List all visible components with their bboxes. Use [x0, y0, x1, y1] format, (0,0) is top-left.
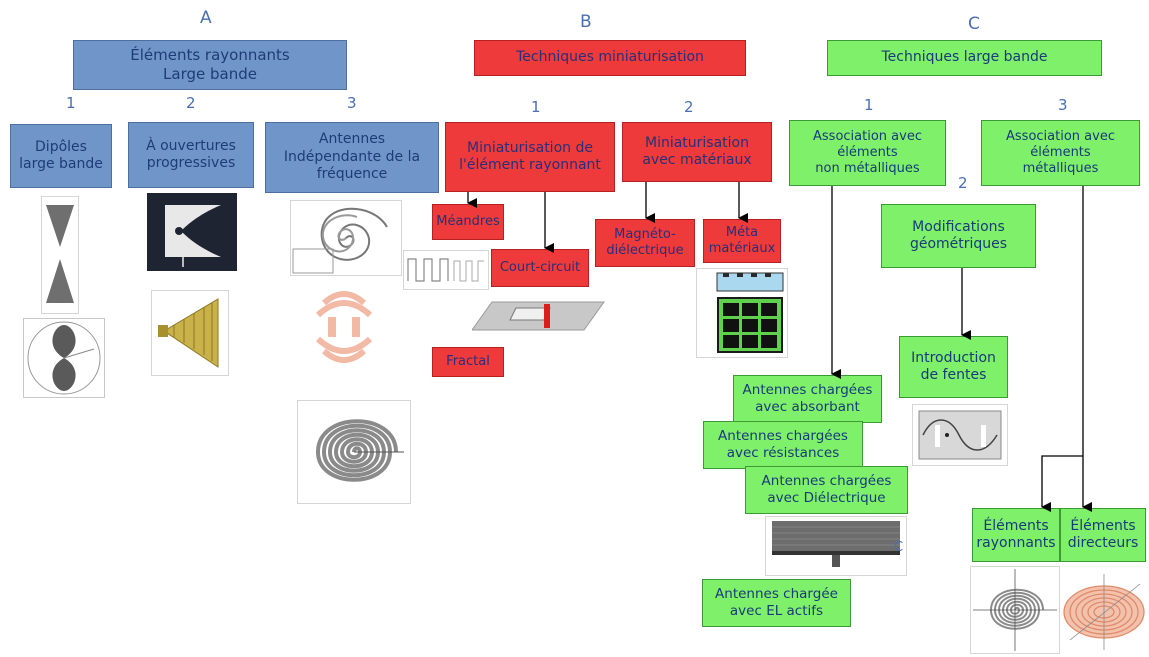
b1-number: 1	[531, 98, 541, 116]
section-b-title: Techniques miniaturisation	[474, 40, 746, 76]
association-metalliques-box: Association avec éléments métalliques	[981, 120, 1140, 186]
a2-number: 2	[186, 94, 196, 112]
meandres-box: Méandres	[432, 204, 504, 240]
charge-dielectrique-box: Antennes chargées avec Diélectrique	[745, 466, 908, 514]
court-circuit-box: Court-circuit	[491, 249, 589, 287]
meander-image	[403, 250, 489, 290]
dielectric-figure-label: C	[894, 540, 903, 555]
section-a-title: Éléments rayonnants Large bande	[73, 40, 347, 90]
circular-dipole-image	[23, 318, 105, 398]
dielectric-loaded-image: C	[765, 516, 907, 576]
independante-box: Antennes Indépendante de la fréquence	[265, 122, 439, 193]
short-circuit-image	[472, 298, 606, 334]
c3-number: 3	[1058, 96, 1068, 114]
slot-antenna-image	[912, 404, 1008, 466]
fractal-box: Fractal	[432, 347, 504, 377]
archimedean-spiral-image	[297, 400, 411, 504]
elements-directeurs-box: Éléments directeurs	[1060, 508, 1146, 562]
section-a-letter: A	[200, 8, 212, 28]
miniaturisation-element-box: Miniaturisation de l'élément rayonnant	[445, 122, 615, 192]
metamaterial-image	[696, 268, 788, 358]
charge-el-actifs-box: Antennes chargée avec EL actifs	[702, 579, 851, 627]
association-non-metalliques-box: Association avec éléments non métallique…	[789, 120, 946, 186]
bowtie-dipole-image	[41, 196, 79, 314]
modifications-geometriques-box: Modifications géométriques	[881, 204, 1036, 268]
section-c-letter: C	[968, 14, 980, 34]
a3-number: 3	[347, 94, 357, 112]
horn-antenna-image	[151, 290, 229, 376]
sinuous-antenna-image	[308, 283, 380, 371]
introduction-fentes-box: Introduction de fentes	[899, 336, 1008, 398]
dipoles-box: Dipôles large bande	[10, 124, 112, 188]
charge-absorbant-box: Antennes chargées avec absorbant	[733, 375, 882, 423]
spiral-radiating-image	[970, 566, 1060, 654]
spiral-cavity-image	[290, 200, 402, 276]
director-elements-image	[1060, 570, 1148, 654]
arrow-to-rayonnants	[1041, 455, 1083, 512]
b2-number: 2	[684, 98, 694, 116]
section-b-letter: B	[580, 12, 592, 32]
a1-number: 1	[66, 94, 76, 112]
c2-number: 2	[958, 174, 968, 192]
ouvertures-box: À ouvertures progressives	[128, 122, 254, 188]
section-c-title: Techniques large bande	[827, 40, 1102, 76]
c1-number: 1	[864, 96, 874, 114]
miniaturisation-materiaux-box: Miniaturisation avec matériaux	[622, 122, 772, 182]
vivaldi-antenna-image	[147, 193, 237, 271]
elements-rayonnants-box: Éléments rayonnants	[972, 508, 1060, 562]
